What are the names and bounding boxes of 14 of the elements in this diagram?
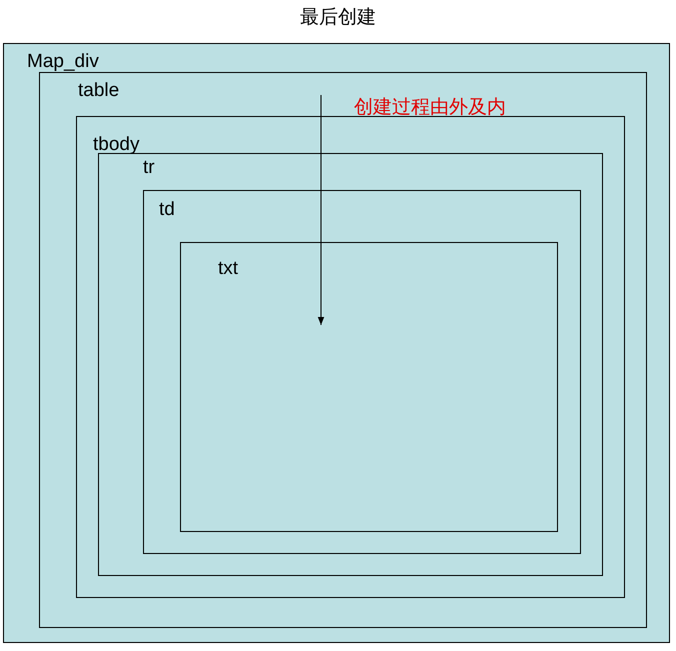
nested-box [39, 72, 647, 628]
box-label: txt [218, 259, 238, 278]
box-label: tr [143, 158, 155, 177]
nested-box [76, 116, 625, 598]
title: 最后创建 [300, 5, 376, 30]
nested-box [3, 43, 670, 643]
box-label: table [78, 81, 120, 100]
note-text: 创建过程由外及内 [354, 95, 506, 120]
nested-box [180, 242, 558, 532]
box-label: tbody [93, 135, 140, 154]
box-label: td [159, 200, 175, 219]
box-label: Map_div [27, 52, 99, 71]
nested-box [98, 153, 603, 576]
nested-box [143, 190, 581, 554]
